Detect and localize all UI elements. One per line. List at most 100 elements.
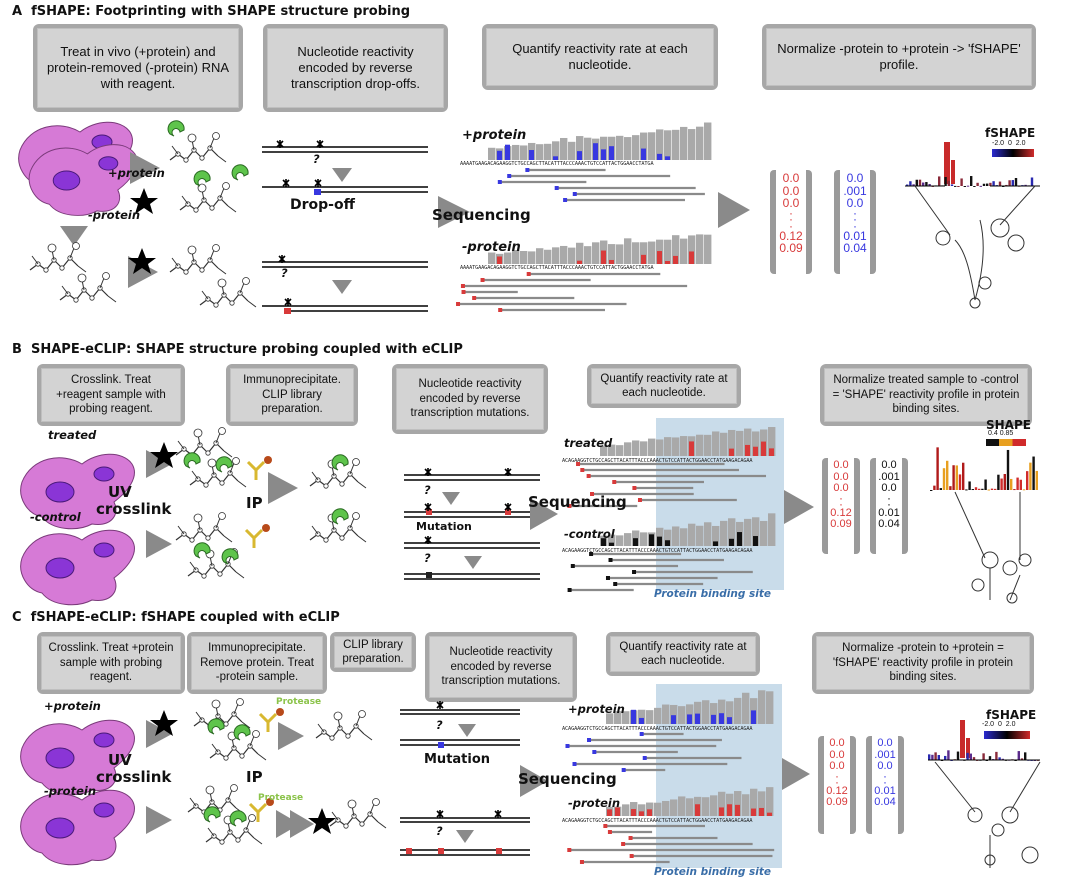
coverage-bar xyxy=(720,432,728,456)
reactivity-bar xyxy=(753,536,758,546)
coverage-bar xyxy=(616,244,624,264)
coverage-bar xyxy=(696,434,704,456)
coverage-bar xyxy=(614,711,622,724)
profile-bar xyxy=(1020,758,1024,760)
profile-bar xyxy=(931,754,934,760)
label-ip: IP xyxy=(246,494,263,512)
profile-bar xyxy=(992,181,995,186)
coverage-bar xyxy=(734,791,742,816)
read-mark xyxy=(567,848,572,852)
profile-bar xyxy=(972,757,976,760)
reactivity-bar xyxy=(607,809,612,816)
step-text: Nucleotide reactivity encoded by reverse… xyxy=(396,368,544,430)
coverage-bar xyxy=(728,429,736,456)
step-text: Normalize treated sample to -control = '… xyxy=(824,368,1028,422)
profile-bar xyxy=(995,751,998,760)
profile-bar xyxy=(970,176,973,186)
coverage-bar xyxy=(632,440,640,456)
coverage-bar xyxy=(662,704,670,724)
profile-bar xyxy=(957,185,960,187)
label-minus-protein: -protein xyxy=(44,784,97,798)
profile-bar xyxy=(988,756,992,760)
read-mark xyxy=(525,168,530,172)
coverage-bar xyxy=(624,442,632,456)
coverage-bar xyxy=(680,528,688,546)
fshape-peak xyxy=(951,160,955,184)
coverage-bar xyxy=(678,706,686,724)
coverage-bar xyxy=(726,701,734,724)
step-box: Normalize -protein to +protein -> 'fSHAP… xyxy=(762,24,1036,90)
reactivity-bar xyxy=(745,444,750,456)
coverage-bar xyxy=(656,129,664,160)
profile-bar xyxy=(976,182,979,186)
reactivity-bar xyxy=(647,809,652,816)
coverage-bar xyxy=(736,430,744,456)
profile-bar xyxy=(998,181,1002,186)
panel-a-title: A fSHAPE: Footprinting with SHAPE struct… xyxy=(12,4,411,19)
label-question: ? xyxy=(436,718,443,732)
coverage-bar xyxy=(672,129,680,160)
read-mark xyxy=(576,462,581,466)
reactivity-bar xyxy=(497,256,502,264)
read-mark xyxy=(572,192,577,196)
coverage-bar xyxy=(632,135,640,160)
read-mark xyxy=(567,588,572,592)
read-mark xyxy=(587,738,592,742)
coverage-bar xyxy=(688,235,696,264)
step-box: Nucleotide reactivity encoded by reverse… xyxy=(425,632,577,702)
profile-bar xyxy=(1008,180,1011,186)
reactivity-bar xyxy=(689,251,694,264)
reactivity-bar xyxy=(497,150,502,160)
reactivity-bar xyxy=(735,804,740,816)
profile-bar xyxy=(982,753,985,760)
coverage-bar xyxy=(584,246,592,264)
profile-bar xyxy=(949,486,952,490)
coverage-bar xyxy=(654,707,662,724)
label-question: ? xyxy=(424,551,431,565)
step-text: Immunoprecipitate. Remove protein. Treat… xyxy=(191,636,323,690)
step-text: Nucleotide reactivity encoded by reverse… xyxy=(267,28,444,108)
step-box: Quantify reactivity rate at each nucleot… xyxy=(482,24,718,90)
coverage-bar xyxy=(560,245,568,264)
read-mark xyxy=(456,302,461,306)
profile-bar xyxy=(1029,462,1032,490)
coverage-bar xyxy=(638,804,646,816)
profile-bar xyxy=(989,182,992,186)
step-text: Crosslink. Treat +reagent sample with pr… xyxy=(41,368,181,422)
coverage-bar xyxy=(640,441,648,456)
coverage-bar xyxy=(728,518,736,546)
label-sequencing: Sequencing xyxy=(518,770,617,788)
coverage-bar xyxy=(648,132,656,160)
profile-bar xyxy=(1019,479,1022,490)
coverage-bar xyxy=(488,147,496,160)
read-mark xyxy=(590,492,595,496)
read-mark xyxy=(612,480,617,484)
step-text: Crosslink. Treat +protein sample with pr… xyxy=(41,636,181,690)
label-treated: treated xyxy=(48,428,97,442)
read-mark xyxy=(607,830,612,834)
label-plus-protein: +protein xyxy=(568,702,625,716)
profile-bar xyxy=(1026,471,1029,490)
coverage-bar xyxy=(670,704,678,724)
reactivity-bar xyxy=(601,149,606,160)
step-box: Quantify reactivity rate at each nucleot… xyxy=(587,364,741,408)
reactivity-bar xyxy=(689,441,694,456)
profile-bar xyxy=(933,485,936,490)
coverage-bar xyxy=(560,137,568,160)
profile-bar xyxy=(1011,180,1014,186)
label-sequencing: Sequencing xyxy=(528,493,627,511)
reactivity-bar xyxy=(609,542,614,546)
profile-bar xyxy=(944,176,947,186)
profile-bar xyxy=(954,185,957,187)
profile-bar xyxy=(947,750,950,760)
panel-c-title: C fSHAPE-eCLIP: fSHAPE coupled with eCLI… xyxy=(12,610,340,625)
coverage-bar xyxy=(680,238,688,264)
read-mark xyxy=(592,750,597,754)
profile-bar xyxy=(981,488,984,490)
reactivity-bar xyxy=(657,536,662,546)
reactivity-bar xyxy=(729,538,734,546)
panel-b-title: B SHAPE-eCLIP: SHAPE structure probing c… xyxy=(12,342,463,357)
coverage-bar xyxy=(758,690,766,724)
label-control: -control xyxy=(30,510,81,524)
reactivity-bar xyxy=(751,808,756,816)
